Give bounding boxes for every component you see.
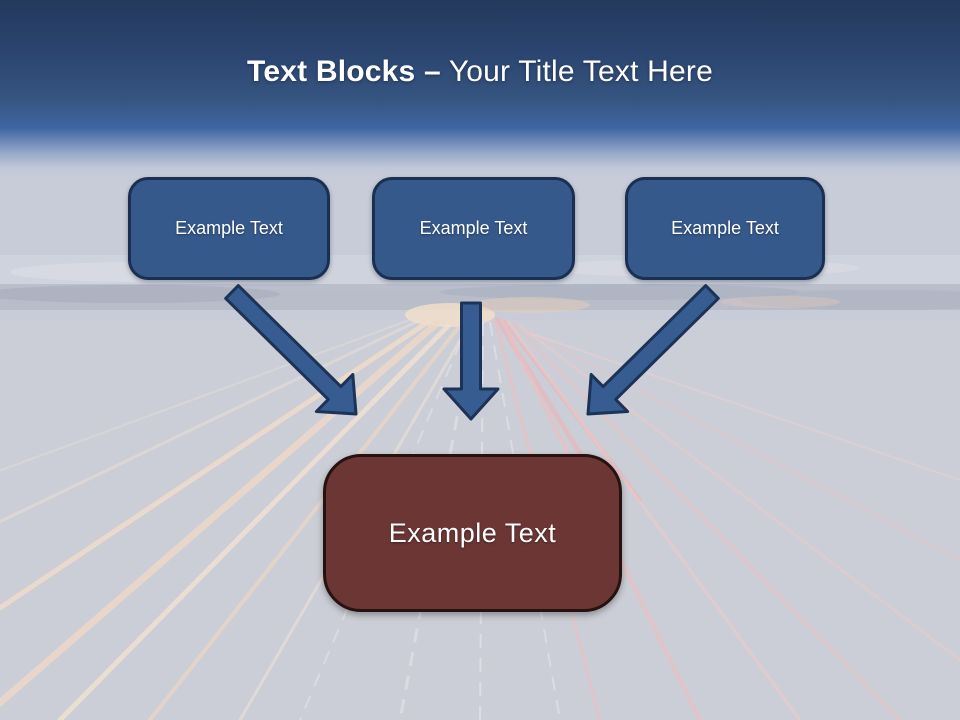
photo-treeline [740, 290, 960, 310]
result-block: Example Text [323, 454, 622, 612]
photo-sunset-glow [720, 296, 840, 308]
title-subtitle: Your Title Text Here [440, 55, 713, 88]
text-block-2-label: Example Text [419, 218, 528, 238]
text-block-2: Example Text [372, 177, 575, 280]
title-topic: Text Blocks – [247, 55, 441, 88]
photo-treeline [0, 285, 280, 303]
text-block-1-label: Example Text [175, 218, 283, 238]
slide-title: Text Blocks – Your Title Text Here [0, 52, 960, 92]
text-block-1: Example Text [128, 177, 330, 280]
text-block-3-label: Example Text [671, 218, 779, 238]
result-block-label: Example Text [388, 517, 557, 548]
photo-sunset-glow [470, 297, 590, 313]
text-block-3: Example Text [625, 177, 825, 280]
header-band [0, 0, 960, 178]
